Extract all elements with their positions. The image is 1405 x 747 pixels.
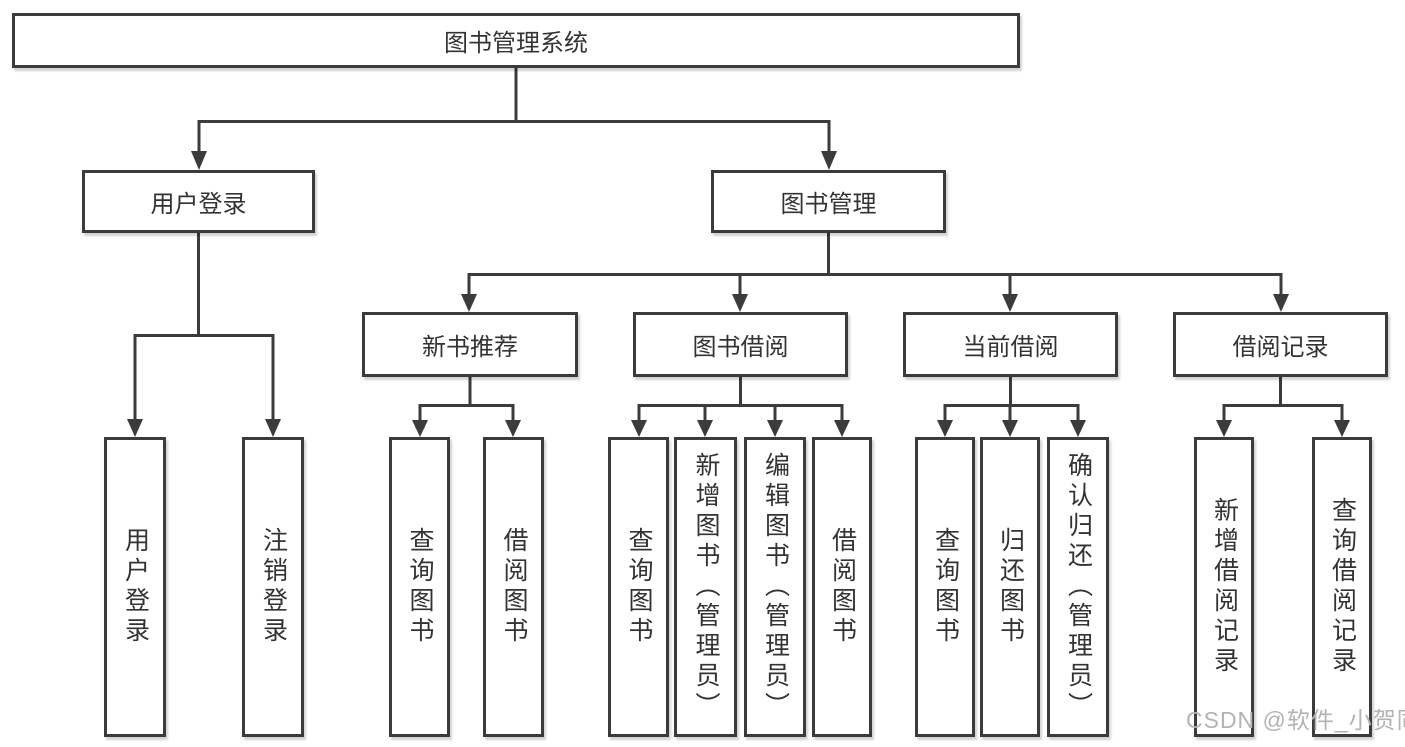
leaf-label: 确认归还（管理员） bbox=[1064, 452, 1093, 722]
arrowhead-icon bbox=[191, 151, 207, 170]
connector-borrow-record bbox=[1216, 377, 1350, 437]
arrowhead-icon bbox=[1273, 294, 1289, 312]
leaf-return-book: 归还图书 bbox=[980, 437, 1040, 737]
leaf-label: 新增借阅记录 bbox=[1210, 497, 1239, 677]
leaf-label: 归还图书 bbox=[996, 527, 1025, 647]
node-label: 图书借阅 bbox=[692, 334, 789, 361]
arrowhead-icon bbox=[767, 420, 783, 437]
node-label: 图书管理系统 bbox=[444, 30, 588, 57]
arrowhead-icon bbox=[1002, 420, 1018, 437]
node-label: 用户登录 bbox=[150, 191, 247, 218]
arrowhead-icon bbox=[412, 420, 428, 437]
connector-root bbox=[191, 68, 837, 170]
node-root-system: 图书管理系统 bbox=[12, 13, 1020, 68]
connector-new-book bbox=[412, 377, 521, 437]
connector-book-borrow bbox=[631, 377, 850, 437]
arrowhead-icon bbox=[631, 420, 647, 437]
leaf-label: 查询图书 bbox=[406, 527, 434, 647]
node-label: 当前借阅 bbox=[962, 334, 1059, 361]
arrowhead-icon bbox=[697, 420, 713, 437]
leaf-label: 用户登录 bbox=[121, 527, 150, 647]
node-label: 借阅记录 bbox=[1232, 334, 1329, 361]
arrowhead-icon bbox=[127, 419, 143, 437]
leaf-add-borrow-record: 新增借阅记录 bbox=[1194, 437, 1254, 737]
node-label: 新书推荐 bbox=[422, 334, 518, 361]
leaf-query-borrow-record: 查询借阅记录 bbox=[1312, 437, 1372, 737]
arrowhead-icon bbox=[505, 420, 521, 437]
arrowhead-icon bbox=[461, 294, 477, 312]
node-book-management: 图书管理 bbox=[711, 170, 946, 233]
leaf-query-book-3: 查询图书 bbox=[915, 437, 975, 737]
node-book-borrow: 图书借阅 bbox=[633, 312, 848, 377]
arrowhead-icon bbox=[732, 294, 748, 312]
leaf-label: 注销登录 bbox=[259, 527, 288, 647]
leaf-label: 查询图书 bbox=[625, 527, 653, 647]
arrowhead-icon bbox=[1334, 420, 1350, 437]
leaf-query-book-1: 查询图书 bbox=[389, 437, 450, 737]
arrowhead-icon bbox=[265, 419, 281, 437]
leaf-logout: 注销登录 bbox=[242, 437, 304, 737]
leaf-label: 编辑图书（管理员） bbox=[761, 452, 790, 722]
leaf-borrow-book-1: 借阅图书 bbox=[483, 437, 544, 737]
connector-current-borrow bbox=[937, 377, 1086, 437]
leaf-add-book-admin: 新增图书（管理员） bbox=[674, 437, 737, 737]
node-new-book-recommend: 新书推荐 bbox=[362, 312, 578, 377]
leaf-edit-book-admin: 编辑图书（管理员） bbox=[744, 437, 806, 737]
leaf-label: 新增图书（管理员） bbox=[692, 452, 720, 722]
leaf-query-book-2: 查询图书 bbox=[608, 437, 669, 737]
leaf-label: 查询借阅记录 bbox=[1328, 497, 1357, 677]
arrowhead-icon bbox=[1216, 420, 1232, 437]
leaf-borrow-book-2: 借阅图书 bbox=[812, 437, 872, 737]
node-borrow-record: 借阅记录 bbox=[1173, 312, 1388, 377]
arrowhead-icon bbox=[937, 420, 953, 437]
arrowhead-icon bbox=[1070, 420, 1086, 437]
leaf-label: 借阅图书 bbox=[500, 527, 528, 647]
connector-book-management bbox=[461, 233, 1289, 312]
arrowhead-icon bbox=[834, 420, 850, 437]
node-user-login: 用户登录 bbox=[82, 170, 315, 233]
arrowhead-icon bbox=[1002, 294, 1018, 312]
leaf-label: 借阅图书 bbox=[828, 527, 857, 647]
watermark: CSDN @软件_小贺同学 bbox=[1186, 707, 1405, 733]
leaf-user-login: 用户登录 bbox=[104, 437, 166, 737]
arrowhead-icon bbox=[821, 151, 837, 170]
node-label: 图书管理 bbox=[780, 191, 877, 218]
connector-user-login bbox=[127, 233, 281, 437]
node-current-borrow: 当前借阅 bbox=[903, 312, 1118, 377]
leaf-confirm-return-admin: 确认归还（管理员） bbox=[1047, 437, 1109, 737]
leaf-label: 查询图书 bbox=[931, 527, 960, 647]
